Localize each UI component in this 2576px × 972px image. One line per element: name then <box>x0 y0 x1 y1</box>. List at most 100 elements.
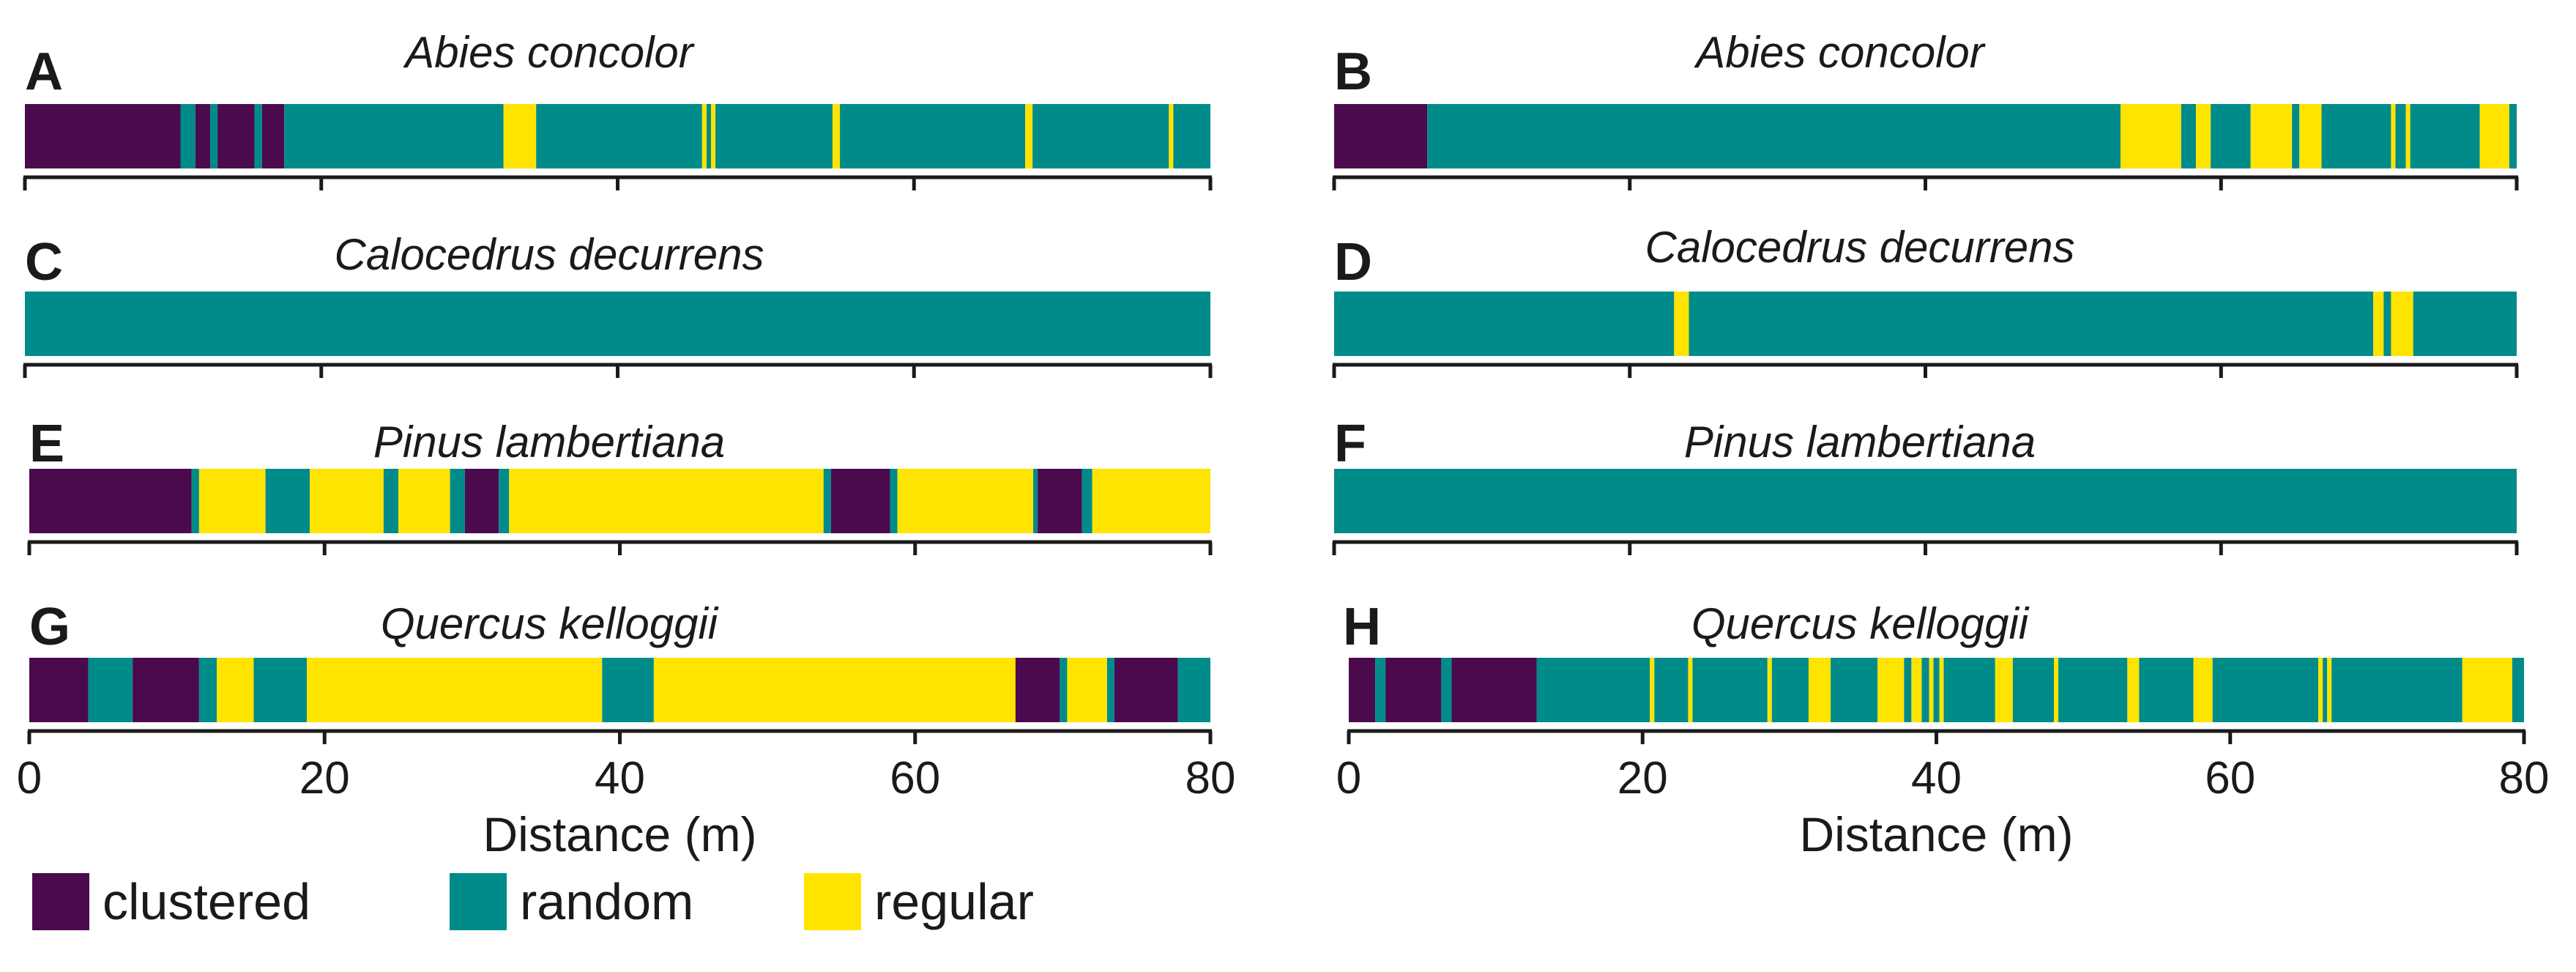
segment-regular <box>2391 292 2413 356</box>
segment-random <box>1689 292 2374 356</box>
segment-regular <box>1767 658 1772 722</box>
segment-regular <box>398 469 450 533</box>
panel-c-bars <box>25 292 1210 356</box>
panel-title-b: Abies concolor <box>1696 28 1984 77</box>
segment-regular <box>2479 104 2509 168</box>
segment-random <box>823 469 831 533</box>
panel-title-c: Calocedrus decurrens <box>334 230 764 279</box>
segment-random <box>253 658 308 722</box>
panel-d-bars <box>1334 292 2517 356</box>
segment-regular <box>832 104 841 168</box>
panel-g-bars <box>29 658 1210 722</box>
legend-swatch-regular <box>804 873 861 930</box>
segment-regular <box>503 104 537 168</box>
panel-title-e: Pinus lambertiana <box>373 418 726 467</box>
segment-random <box>2181 104 2196 168</box>
segment-random <box>499 469 510 533</box>
segment-random <box>450 469 465 533</box>
segment-random <box>1082 469 1092 533</box>
tick-label: 0 <box>16 753 42 804</box>
segment-random <box>715 104 833 168</box>
segment-random <box>2058 658 2128 722</box>
segment-random <box>602 658 654 722</box>
segment-clustered <box>1385 658 1442 722</box>
segment-regular <box>2195 104 2211 168</box>
segment-random <box>1831 658 1878 722</box>
segment-regular <box>1939 658 1944 722</box>
segment-regular <box>2250 104 2293 168</box>
panel-letter-b: B <box>1334 42 1372 101</box>
segment-regular <box>701 104 707 168</box>
segment-regular <box>509 469 824 533</box>
segment-random <box>1334 292 1675 356</box>
panel-letter-c: C <box>25 233 63 292</box>
segment-regular <box>1929 658 1934 722</box>
segment-random <box>840 104 1026 168</box>
segment-random <box>1933 658 1940 722</box>
segment-random <box>2012 658 2054 722</box>
segment-regular <box>198 469 266 533</box>
legend-label-regular: regular <box>874 873 1034 930</box>
segment-random <box>2212 658 2319 722</box>
tick-label: 20 <box>299 753 350 804</box>
segment-clustered <box>1038 469 1082 533</box>
segment-regular <box>1674 292 1689 356</box>
segment-random <box>1173 104 1210 168</box>
segment-clustered <box>1349 658 1376 722</box>
segment-regular <box>2373 292 2384 356</box>
segment-random <box>2321 104 2391 168</box>
panel-h-bars <box>1349 658 2524 722</box>
segment-random <box>198 658 217 722</box>
panel-letter-d: D <box>1334 233 1372 292</box>
segment-regular <box>1688 658 1693 722</box>
segment-random <box>1427 104 2121 168</box>
segment-regular <box>310 469 384 533</box>
segment-random <box>2410 104 2480 168</box>
segment-regular <box>1995 658 2013 722</box>
segment-regular <box>2054 658 2059 722</box>
segment-random <box>2509 104 2517 168</box>
segment-clustered <box>29 658 89 722</box>
segment-random <box>2323 658 2328 722</box>
segment-random <box>1536 658 1650 722</box>
tick-label: 20 <box>1617 753 1668 804</box>
x-axis-label: Distance (m) <box>483 807 757 861</box>
segment-random <box>1921 658 1929 722</box>
segment-random <box>1441 658 1452 722</box>
segment-random <box>536 104 702 168</box>
segment-regular <box>2405 104 2411 168</box>
segment-regular <box>653 658 1016 722</box>
segment-random <box>1177 658 1210 722</box>
segment-random <box>1692 658 1768 722</box>
segment-regular <box>1877 658 1905 722</box>
panel-title-g: Quercus kelloggii <box>380 599 718 648</box>
segment-clustered <box>195 104 210 168</box>
panel-letter-e: E <box>29 415 65 473</box>
panel-title-f: Pinus lambertiana <box>1683 418 2036 467</box>
tick-label: 60 <box>890 753 941 804</box>
panel-letter-a: A <box>25 42 63 101</box>
segment-regular <box>1808 658 1831 722</box>
segment-random <box>1060 658 1068 722</box>
segment-random <box>2211 104 2251 168</box>
panel-b-bars <box>1334 104 2517 168</box>
panel-title-d: Calocedrus decurrens <box>1645 223 2075 272</box>
tick-label: 80 <box>2498 753 2550 804</box>
segment-random <box>2331 658 2463 722</box>
segment-random <box>88 658 133 722</box>
x-axis-label: Distance (m) <box>1799 807 2074 861</box>
tick-label: 60 <box>2205 753 2256 804</box>
segment-random <box>191 469 199 533</box>
segment-regular <box>710 104 716 168</box>
segment-regular <box>2127 658 2140 722</box>
segment-random <box>2139 658 2194 722</box>
segment-random <box>1106 658 1114 722</box>
segment-random <box>1654 658 1689 722</box>
segment-regular <box>1025 104 1033 168</box>
legend-label-clustered: clustered <box>103 873 311 930</box>
tick-label: 80 <box>1185 753 1236 804</box>
segment-clustered <box>133 658 199 722</box>
segment-regular <box>1169 104 1174 168</box>
segment-regular <box>897 469 1034 533</box>
segment-random <box>2512 658 2524 722</box>
